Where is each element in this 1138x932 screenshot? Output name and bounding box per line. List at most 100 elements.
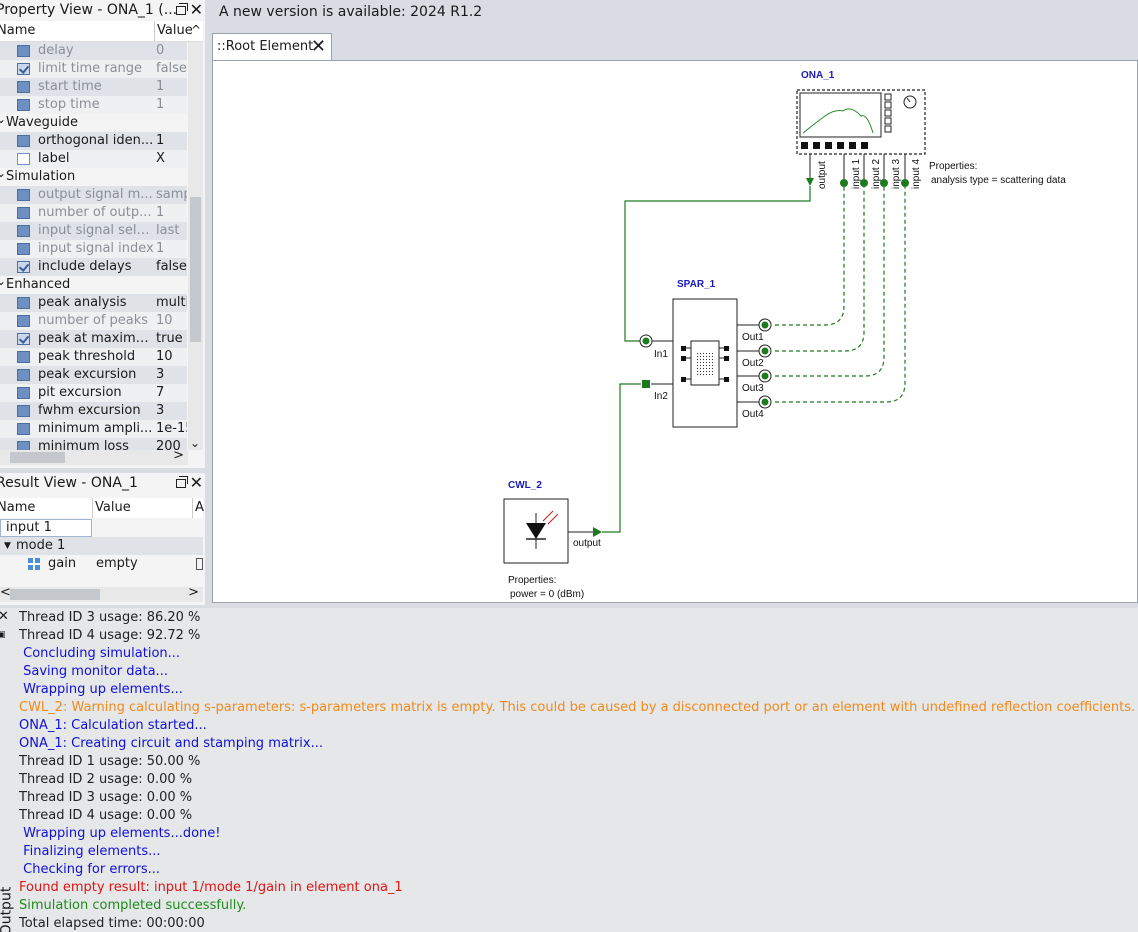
checkbox-icon[interactable] xyxy=(17,261,30,273)
wires[interactable] xyxy=(602,186,906,533)
collapse-arrow-icon[interactable]: ⌄ xyxy=(0,168,7,180)
output-panel: ✕ ▣ Output Thread ID 3 usage: 86.20 %Thr… xyxy=(0,608,1138,932)
ona-input1-port-marker[interactable] xyxy=(840,179,848,187)
ona-output-port-marker[interactable] xyxy=(806,178,814,186)
scroll-down-icon[interactable]: ⌄ xyxy=(190,436,201,450)
property-section[interactable]: ⌄Simulation xyxy=(0,168,187,186)
property-value[interactable]: 10 xyxy=(156,349,173,364)
cwl-output-port[interactable] xyxy=(593,527,602,537)
scroll-left-icon[interactable]: < xyxy=(0,585,11,600)
result-column-value[interactable]: Value xyxy=(92,498,131,518)
ona-element[interactable]: ONA_1 Properties: analysis type = scatte… xyxy=(796,70,1066,189)
result-horizontal-scrollbar[interactable]: < > xyxy=(0,585,203,602)
spar-out2-label: Out2 xyxy=(742,358,764,369)
property-value[interactable]: 1e-15 xyxy=(156,421,187,436)
property-horizontal-scrollbar[interactable]: > xyxy=(0,448,188,465)
hscrollbar-thumb[interactable] xyxy=(10,589,100,600)
schematic-canvas[interactable]: ONA_1 Properties: analysis type = scatte… xyxy=(212,60,1138,603)
property-section[interactable]: ⌄Enhanced xyxy=(0,276,187,294)
property-value[interactable]: 7 xyxy=(156,385,165,400)
property-value[interactable]: 1 xyxy=(156,97,165,112)
expand-arrow-icon[interactable]: ▼ xyxy=(4,541,11,551)
wire-out4-to-input4 xyxy=(775,187,906,403)
column-name-header[interactable]: Name xyxy=(0,23,36,38)
spar-element[interactable]: SPAR_1 In1 In2 Out1 Ou xyxy=(639,279,772,428)
property-value[interactable]: last xyxy=(156,223,180,238)
property-value[interactable]: 3 xyxy=(156,403,165,418)
scroll-right-icon[interactable]: > xyxy=(188,585,199,600)
tab-root-element[interactable]: ::Root Element ✕ xyxy=(212,33,332,60)
property-value[interactable]: multi xyxy=(156,295,187,310)
property-row[interactable]: peak threshold 10 xyxy=(0,348,187,366)
property-row[interactable]: orthogonal iden...1 xyxy=(0,132,187,150)
property-value[interactable]: samp xyxy=(156,187,187,202)
ona-input3-port-marker[interactable] xyxy=(880,179,888,187)
output-restore-icon[interactable]: ▣ xyxy=(0,630,6,640)
column-value-header[interactable]: Value xyxy=(154,21,193,41)
result-row-gain[interactable]: gain empty xyxy=(0,555,203,573)
close-icon[interactable]: ✕ xyxy=(189,473,203,492)
result-row-mode[interactable]: ▼ mode 1 xyxy=(0,537,203,555)
hscrollbar-thumb[interactable] xyxy=(10,452,65,463)
close-tab-icon[interactable]: ✕ xyxy=(310,36,326,57)
property-value[interactable]: X xyxy=(156,151,165,166)
cwl-properties-value: power = 0 (dBm) xyxy=(510,589,584,600)
property-value[interactable]: 1 xyxy=(156,241,165,256)
result-column-a[interactable]: A xyxy=(192,498,204,518)
property-vertical-scrollbar[interactable]: ⌄ xyxy=(188,42,203,450)
wire-ona-output-to-in1 xyxy=(624,186,811,342)
restore-icon[interactable] xyxy=(175,2,188,15)
property-value[interactable]: 10 xyxy=(156,313,173,328)
output-side-tab[interactable]: ✕ ▣ Output xyxy=(0,608,15,932)
checkbox-icon[interactable] xyxy=(17,333,30,345)
property-value[interactable]: 1 xyxy=(156,79,165,94)
checkbox-icon[interactable] xyxy=(17,63,30,75)
scroll-right-icon[interactable]: > xyxy=(173,448,184,463)
property-value[interactable]: 3 xyxy=(156,367,165,382)
property-name: peak threshold xyxy=(38,349,136,364)
property-value[interactable]: 0 xyxy=(156,43,165,58)
spar-in2-port[interactable] xyxy=(642,380,650,388)
scroll-up-icon[interactable]: ^ xyxy=(190,23,201,37)
cwl-element[interactable]: CWL_2 output Properties: power = 0 (dBm) xyxy=(503,480,602,600)
output-side-label: Output xyxy=(0,886,15,932)
scrollbar-thumb[interactable] xyxy=(190,197,201,342)
property-section-label: Simulation xyxy=(6,169,76,184)
ona-input2-port-marker[interactable] xyxy=(860,179,868,187)
property-value[interactable]: 1 xyxy=(156,133,165,148)
property-row[interactable]: output signal m...samp xyxy=(0,186,187,204)
schematic-svg[interactable]: ONA_1 Properties: analysis type = scatte… xyxy=(213,61,1138,604)
output-close-icon[interactable]: ✕ xyxy=(0,609,9,624)
property-value[interactable]: false xyxy=(156,61,187,76)
log-line: Found empty result: input 1/mode 1/gain … xyxy=(19,880,403,895)
property-row[interactable]: input signal sele...last xyxy=(0,222,187,240)
property-value[interactable]: true xyxy=(156,331,183,346)
collapse-arrow-icon[interactable]: ⌄ xyxy=(0,276,7,288)
result-column-name[interactable]: Name xyxy=(0,500,36,515)
property-row[interactable]: number of outp...1 xyxy=(0,204,187,222)
property-row[interactable]: minimum ampli...1e-15 xyxy=(0,420,187,438)
prop-icon xyxy=(17,387,30,399)
collapse-arrow-icon[interactable]: ⌄ xyxy=(0,114,7,126)
close-icon[interactable]: ✕ xyxy=(189,0,203,19)
property-section[interactable]: ⌄Waveguide xyxy=(0,114,187,132)
log-line: ONA_1: Calculation started... xyxy=(19,718,207,733)
ona-input4-port-marker[interactable] xyxy=(901,179,909,187)
property-value[interactable]: false xyxy=(156,259,187,274)
result-row-input[interactable]: input 1 xyxy=(0,519,92,537)
property-value[interactable]: 1 xyxy=(156,205,165,220)
restore-icon[interactable] xyxy=(175,475,188,488)
